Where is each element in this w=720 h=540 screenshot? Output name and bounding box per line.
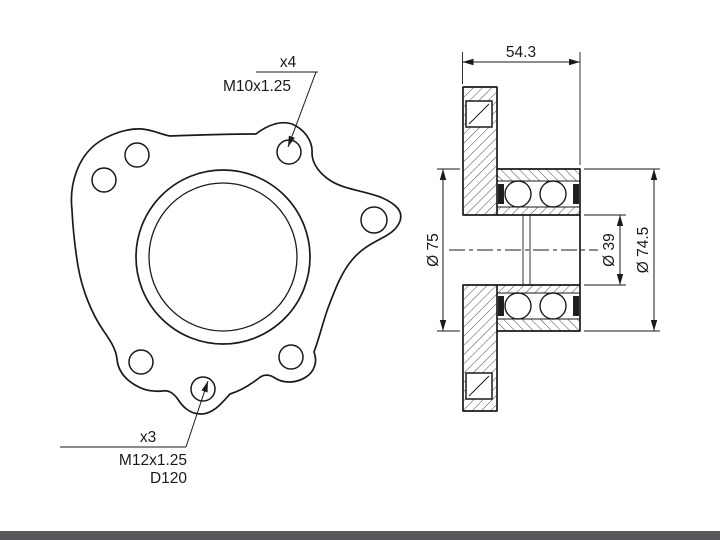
thread-tick: [468, 375, 490, 397]
m12-leader-arrow: [185, 380, 209, 448]
hub-bore-inner-circle: [148, 182, 298, 332]
m12-count-label: x3: [140, 429, 156, 446]
outer-race-section: [497, 169, 580, 181]
dim-text: Ø 75: [425, 233, 442, 267]
dim-diameter-39: Ø 39: [584, 214, 626, 286]
bearing-ball: [504, 292, 532, 320]
hub-bore-outer-circle: [135, 169, 311, 345]
dim-text: 54.3: [506, 44, 536, 61]
bearing-seal: [498, 296, 504, 316]
window-bottom-bar: [0, 531, 720, 540]
m12-bolt-hole: [278, 344, 304, 370]
bearing-ball: [539, 292, 567, 320]
m10-count-label: x4: [280, 54, 297, 71]
inner-race-section: [497, 207, 580, 215]
dim-diameter-75: Ø 75: [425, 168, 460, 332]
section-view: [449, 86, 598, 412]
bearing-ball: [539, 180, 567, 208]
outer-race-section: [497, 319, 580, 331]
m12-bolt-hole: [128, 349, 154, 375]
flange-outline: [70, 121, 402, 415]
bearing-seal: [573, 296, 579, 316]
dim-diameter-74-5: Ø 74.5: [584, 168, 660, 332]
m10-leader-arrow: [287, 71, 317, 148]
m10-bolt-hole: [124, 142, 150, 168]
m10-thread-label: M10x1.25: [223, 78, 291, 95]
thread-tick: [468, 103, 490, 125]
section-outline: [462, 86, 581, 412]
m10-bolt-hole: [91, 167, 117, 193]
front-view: x4 M10x1.25 x3 M12x1.25 D120: [60, 54, 402, 487]
m10-bolt-hole: [360, 206, 388, 234]
race-face-line: [497, 180, 580, 320]
dim-text: Ø 39: [601, 233, 618, 267]
bearing-seal: [498, 184, 504, 204]
m12-pcd-label: D120: [150, 470, 187, 487]
inner-race-section: [497, 285, 580, 293]
bearing-seal: [573, 184, 579, 204]
dim-text: Ø 74.5: [635, 227, 652, 274]
m12-thread-label: M12x1.25: [119, 452, 187, 469]
bearing-ball: [504, 180, 532, 208]
dim-width-54-3: 54.3: [462, 44, 581, 165]
